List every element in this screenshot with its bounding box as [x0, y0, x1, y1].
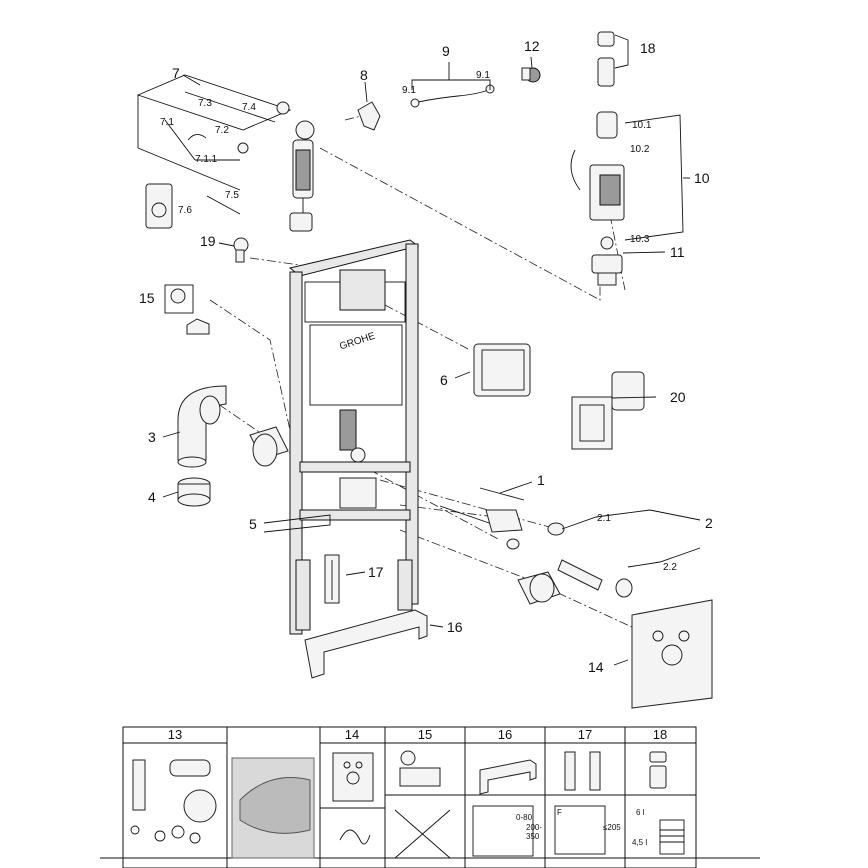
table-header-14: 14	[345, 727, 359, 742]
table-header-18: 18	[653, 727, 667, 742]
callout-7-2: 7.2	[215, 125, 229, 136]
table-header-15: 15	[418, 727, 432, 742]
parts-bag-7-6	[145, 183, 173, 229]
callout-16: 16	[447, 619, 463, 635]
callout-6: 6	[440, 372, 448, 388]
callout-2-2: 2.2	[663, 562, 677, 573]
wall-bracket-19	[233, 237, 249, 263]
table-18-vol-6: 6 l	[636, 808, 645, 817]
fill-valve	[187, 101, 315, 232]
callout-5: 5	[249, 516, 257, 532]
drain-pipe-2	[517, 559, 633, 605]
installation-frame: GROHE	[288, 239, 420, 635]
callout-7-3: 7.3	[198, 98, 212, 109]
callout-15: 15	[139, 290, 155, 306]
connection-hose	[410, 84, 495, 108]
brand-logo-text: GROHE	[338, 331, 377, 353]
callout-10-3: 10.3	[630, 234, 650, 245]
table-header-16: 16	[498, 727, 512, 742]
callout-10-1: 10.1	[632, 120, 652, 131]
callout-labels: 7 7.3 7.4 7.1 7.2 7.1.1 7.5 7.6 8 9 9.1 …	[139, 38, 713, 675]
angle-valve	[357, 101, 381, 131]
callout-1: 1	[537, 472, 545, 488]
callout-7-6: 7.6	[178, 205, 192, 216]
table-17-dim: ≤205	[603, 823, 621, 832]
flush-valve	[570, 111, 625, 286]
table-16-dim-0-80: 0-80	[516, 813, 533, 822]
table-16-dim-200: 200-	[526, 823, 542, 832]
callout-7-5: 7.5	[225, 190, 239, 201]
table-17-label-f: F	[557, 808, 562, 817]
callout-14: 14	[588, 659, 604, 675]
callout-7-4: 7.4	[242, 102, 256, 113]
connector-sleeve	[249, 426, 289, 467]
floor-support-16	[304, 609, 428, 679]
fill-valve-group-box	[136, 74, 292, 191]
callout-7-1-1: 7.1.1	[195, 154, 218, 165]
callout-2: 2	[705, 515, 713, 531]
callout-20: 20	[670, 389, 686, 405]
callout-7-1: 7.1	[160, 117, 174, 128]
callout-4: 4	[148, 489, 156, 505]
callout-2-1: 2.1	[597, 513, 611, 524]
wall-bracket-15	[164, 284, 210, 335]
callout-7: 7	[172, 65, 180, 81]
accessory-table: 13 14 15 16 17 18 0-80 200- 350	[100, 726, 760, 868]
drain-bend-3	[177, 385, 227, 468]
callout-3: 3	[148, 429, 156, 445]
callout-leaders	[162, 34, 701, 666]
inspection-frame-6	[473, 343, 531, 397]
table-18-vol-4-5: 4,5 l	[632, 838, 647, 847]
table-header-17: 17	[578, 727, 592, 742]
callout-17: 17	[368, 564, 384, 580]
callout-10-2: 10.2	[630, 144, 650, 155]
callout-18: 18	[640, 40, 656, 56]
callout-9-1-left: 9.1	[402, 85, 416, 96]
nipple-12	[521, 67, 541, 83]
callout-8: 8	[360, 67, 368, 83]
callout-11: 11	[670, 244, 685, 260]
fixing-bolts-1	[439, 487, 565, 550]
siphon-18	[597, 31, 615, 87]
callout-12: 12	[524, 38, 540, 54]
callout-9: 9	[442, 43, 450, 59]
seal-ring-4	[177, 477, 211, 507]
callout-9-1-right: 9.1	[476, 70, 490, 81]
table-header-13: 13	[168, 727, 182, 742]
insulation-sheet-14	[631, 599, 713, 709]
bracket-17	[324, 554, 340, 604]
callout-10: 10	[694, 170, 710, 186]
table-16-dim-350: 350	[526, 832, 540, 841]
cover-plate-20	[571, 371, 645, 450]
callout-19: 19	[200, 233, 216, 249]
